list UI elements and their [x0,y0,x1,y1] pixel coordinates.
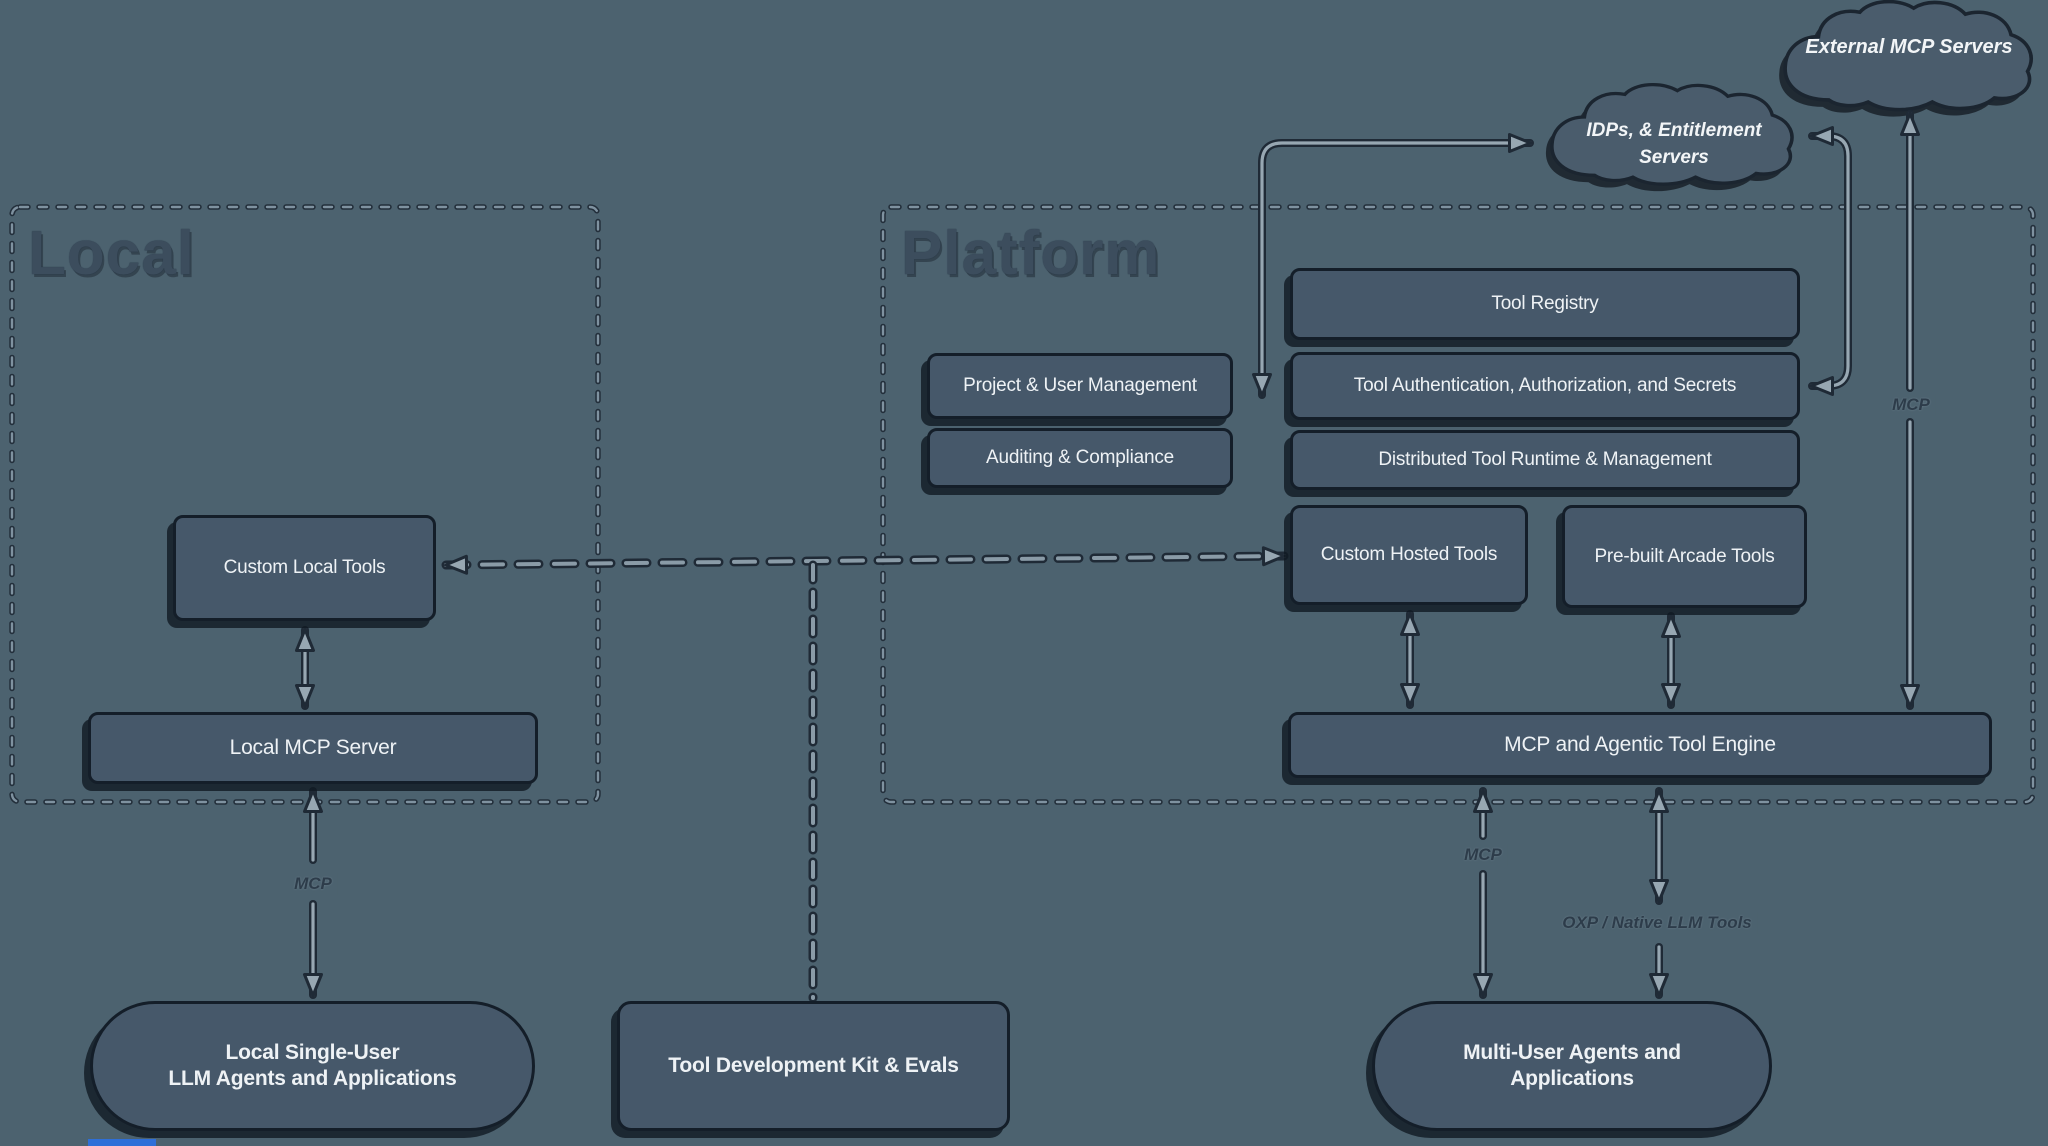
box-mcp-agentic-tool-engine: MCP and Agentic Tool Engine [1288,712,1992,778]
box-prebuilt-arcade-tools-label: Pre-built Arcade Tools [1594,545,1775,567]
box-mcp-agentic-tool-engine-label: MCP and Agentic Tool Engine [1504,732,1776,756]
blue-strip [88,1139,156,1146]
box-multi-user-agents: Multi-User Agents and Applications [1372,1001,1772,1131]
box-tool-development-kit-label: Tool Development Kit & Evals [668,1053,959,1077]
edge-label-oxp-native-llm-tools: OXP / Native LLM Tools [1557,912,1757,934]
box-local-mcp-server: Local MCP Server [88,712,538,784]
edge-label-mcp-engine: MCP [1459,844,1507,866]
box-distributed-tool-runtime-label: Distributed Tool Runtime & Management [1378,449,1712,471]
box-project-user-management-label: Project & User Management [963,375,1197,397]
box-custom-local-tools: Custom Local Tools [173,515,436,621]
platform-section-title: Platform [901,219,1161,288]
edge-platform-to-idps-left [1252,133,1534,399]
box-custom-local-tools-label: Custom Local Tools [223,557,386,579]
box-tool-registry-label: Tool Registry [1491,293,1599,315]
box-local-llm-agents-line2: LLM Agents and Applications [168,1067,457,1090]
box-tool-registry: Tool Registry [1290,268,1800,340]
box-project-user-management: Project & User Management [927,353,1233,419]
box-custom-hosted-tools: Custom Hosted Tools [1290,505,1528,605]
box-tool-authentication-label: Tool Authentication, Authorization, and … [1353,375,1737,397]
box-local-llm-agents-line1: Local Single-User [225,1040,400,1064]
edge-dashed-local-hosted-tools [441,546,1289,575]
box-prebuilt-arcade-tools: Pre-built Arcade Tools [1562,505,1807,608]
box-auditing-compliance: Auditing & Compliance [927,428,1233,488]
idps-entitlement-servers-label: IDPs, & Entitlement Servers [1549,117,1799,171]
edge-label-mcp-external: MCP [1887,394,1935,416]
local-section-title: Local [28,219,195,288]
edge-toolauth-to-idps-right [1808,126,1852,396]
box-custom-hosted-tools-label: Custom Hosted Tools [1320,544,1498,566]
edge-label-mcp-local: MCP [289,873,337,895]
box-multi-user-agents-line1: Multi-User Agents and [1463,1040,1681,1064]
box-auditing-compliance-label: Auditing & Compliance [985,447,1175,469]
box-local-llm-agents: Local Single-User LLM Agents and Applica… [90,1001,535,1131]
external-mcp-servers-label: External MCP Servers [1805,36,2013,58]
idps-label-line2: Servers [1639,147,1709,168]
box-local-mcp-server-label: Local MCP Server [229,735,397,759]
box-distributed-tool-runtime: Distributed Tool Runtime & Management [1290,430,1800,490]
box-multi-user-agents-line2: Applications [1510,1067,1634,1090]
box-tool-authentication: Tool Authentication, Authorization, and … [1290,352,1800,420]
idps-label-line1: IDPs, & Entitlement [1586,120,1762,141]
box-tool-development-kit: Tool Development Kit & Evals [617,1001,1010,1131]
